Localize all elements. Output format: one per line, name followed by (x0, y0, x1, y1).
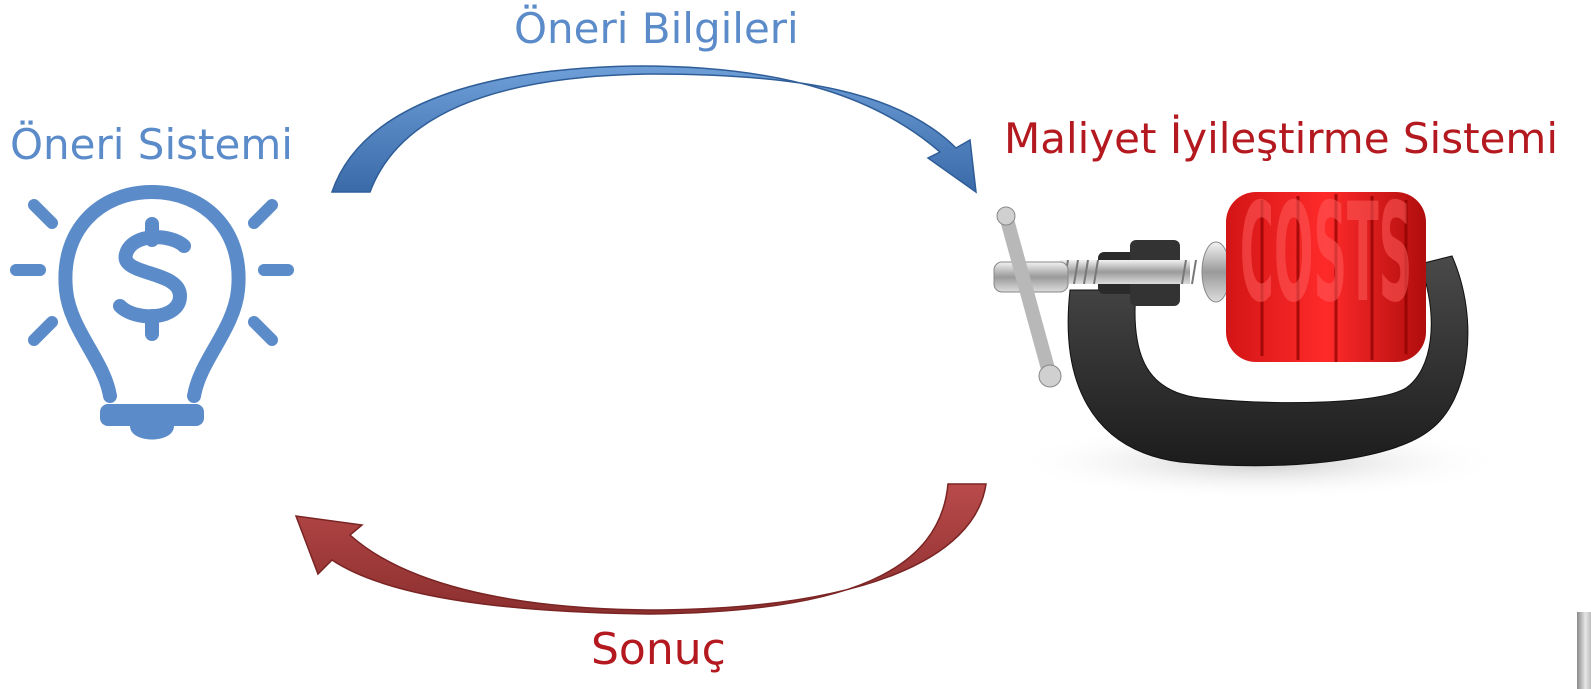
costs-image-text: COSTS (1240, 174, 1412, 333)
node-label-cost-improvement-system: Maliyet İyileştirme Sistemi (1004, 114, 1558, 163)
arrow-to-cost-system (330, 65, 977, 194)
edge-label-result: Sonuç (591, 624, 726, 675)
lightbulb-dollar-icon (10, 184, 294, 440)
edge-bar-fragment (1577, 612, 1591, 689)
node-label-suggestion-system: Öneri Sistemi (10, 120, 293, 169)
edge-label-suggestion-info: Öneri Bilgileri (514, 4, 799, 53)
costs-clamp-icon: COSTS (993, 174, 1510, 500)
arrow-to-suggestion-system (294, 483, 987, 615)
